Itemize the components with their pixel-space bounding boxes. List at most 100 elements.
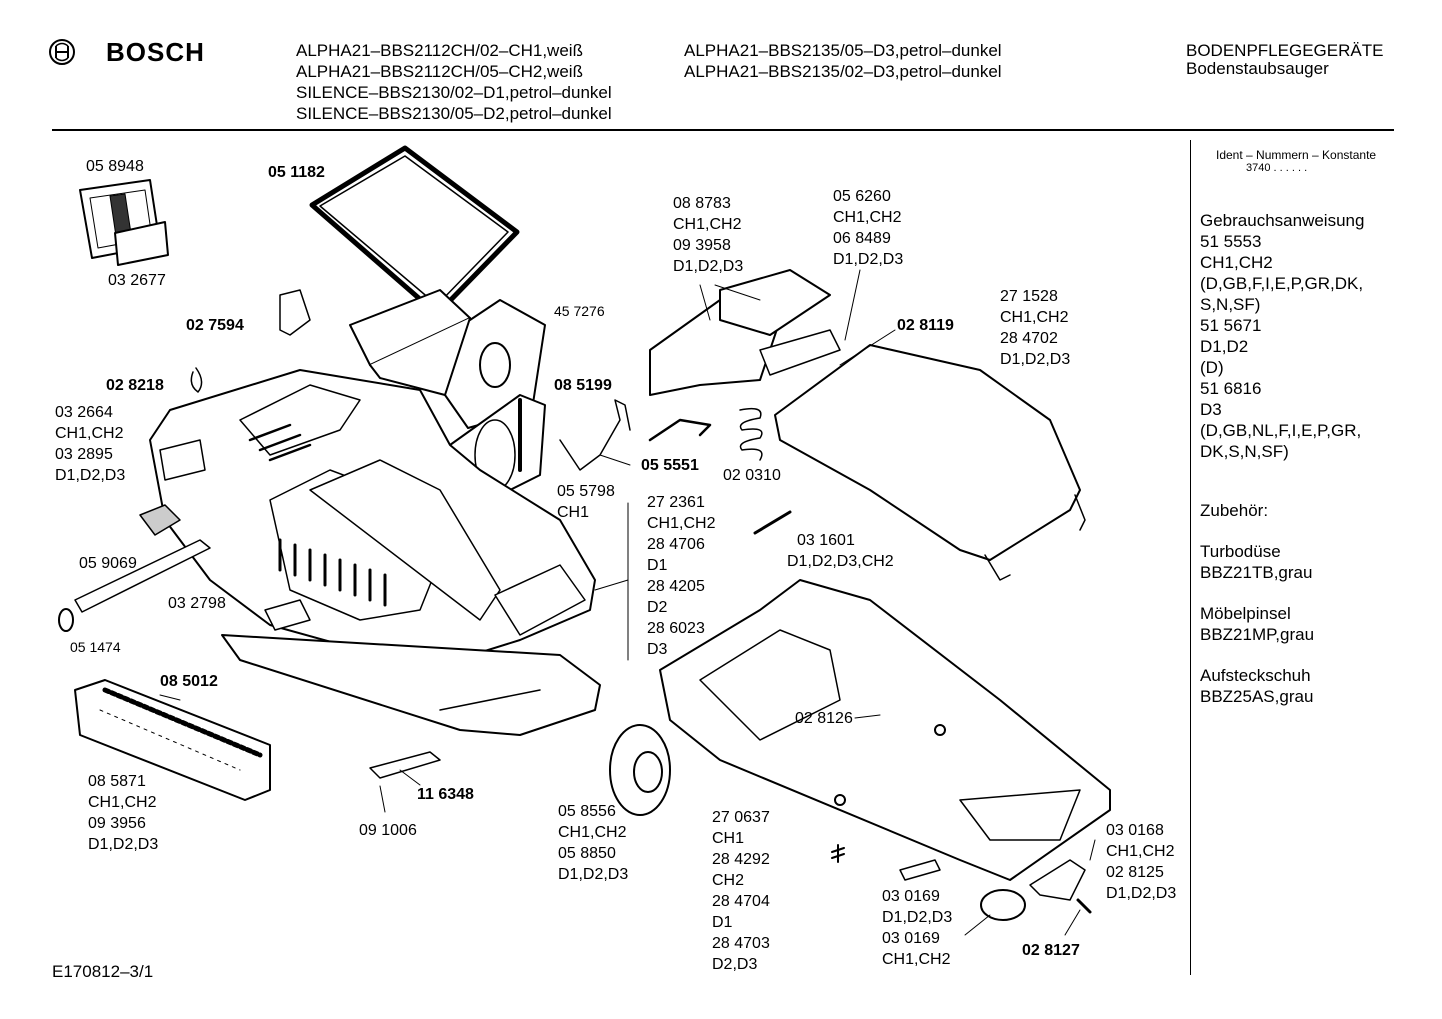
manual-line: (D,GB,NL,F,I,E,P,GR, (1200, 421, 1362, 440)
part-label-020310: 02 0310 (723, 465, 781, 486)
part-number: 27 0637 (712, 809, 770, 826)
part-variant: CH1,CH2 (88, 794, 157, 811)
wheel (609, 724, 671, 816)
model-line: ALPHA21–BBS2112CH/05–CH2,weiß (296, 62, 583, 81)
part-number: 05 5798 (557, 483, 615, 500)
category-block: BODENPFLEGEGERÄTE Bodenstaubsauger (1186, 40, 1383, 79)
part-number: 05 5551 (641, 457, 699, 474)
part-variant: CH1,CH2 (647, 515, 716, 532)
part-number: 03 0169 (882, 888, 940, 905)
part-number: 08 8783 (673, 195, 731, 212)
part-number: 27 1528 (1000, 288, 1058, 305)
part-number: 28 4292 (712, 851, 770, 868)
part-label-091006: 09 1006 (359, 820, 417, 841)
accessory-shoe: Aufsteckschuh BBZ25AS,grau (1200, 665, 1313, 707)
model-line: ALPHA21–BBS2135/02–D3,petrol–dunkel (684, 62, 1002, 81)
exploded-view-drawing (58, 145, 1111, 936)
part-label-272361: 27 2361 CH1,CH2 28 4706 D1 28 4205 D2 28… (647, 492, 715, 660)
part-label-085199: 08 5199 (554, 375, 612, 396)
part-variant: CH1,CH2 (833, 209, 902, 226)
header-divider (52, 129, 1394, 131)
part-label-116348: 11 6348 (417, 784, 474, 805)
part-variant: CH1,CH2 (558, 824, 627, 841)
part-variant: D1 (647, 557, 668, 574)
cord-rod (58, 539, 211, 632)
part-label-028127: 02 8127 (1022, 940, 1080, 961)
part-variant: CH1,CH2 (882, 951, 951, 968)
clip-part (190, 367, 203, 393)
model-line: ALPHA21–BBS2135/05–D3,petrol–dunkel (684, 41, 1002, 60)
leader-lines (159, 269, 1096, 936)
part-label-058948: 05 8948 (86, 156, 144, 177)
part-label-085012: 08 5012 (160, 671, 218, 692)
part-number: 03 2895 (55, 446, 113, 463)
part-label-030169: 03 0169 D1,D2,D3 03 0169 CH1,CH2 (882, 886, 952, 970)
manual-line: Gebrauchsanweisung (1200, 211, 1365, 230)
part-number: 08 5871 (88, 773, 146, 790)
filter-cassette (79, 179, 169, 266)
accessory-brush: Möbelpinsel BBZ21MP,grau (1200, 603, 1314, 645)
part-variant: CH1,CH2 (1000, 309, 1069, 326)
part-label-032677: 03 2677 (108, 270, 166, 291)
part-number: 03 2677 (108, 272, 166, 289)
manual-line: CH1,CH2 (1200, 253, 1273, 272)
part-number: 03 0168 (1106, 822, 1164, 839)
part-label-030168: 03 0168 CH1,CH2 02 8125 D1,D2,D3 (1106, 820, 1176, 904)
part-label-055798: 05 5798 CH1 (557, 481, 615, 523)
part-label-028218: 02 8218 (106, 375, 164, 396)
part-number: 28 4702 (1000, 330, 1058, 347)
manual-line: DK,S,N,SF) (1200, 442, 1289, 461)
part-number: 03 0169 (882, 930, 940, 947)
part-variant: CH1,CH2 (1106, 843, 1175, 860)
manual-line: (D,GB,F,I,E,P,GR,DK, (1200, 274, 1364, 293)
top-lid (774, 344, 1086, 581)
lever-part (369, 751, 441, 779)
part-variant: D1,D2,D3 (673, 258, 744, 275)
accessory-turbo: Turbodüse BBZ21TB,grau (1200, 541, 1312, 583)
part-label-031601: 03 1601 D1,D2,D3,CH2 (787, 530, 894, 572)
spring-clip (559, 399, 631, 471)
part-variant: D1,D2,D3 (833, 251, 904, 268)
part-variant: D1,D2,D3 (1106, 885, 1177, 902)
part-variant: CH1,CH2 (55, 425, 124, 442)
brand-name: BOSCH (106, 37, 205, 67)
part-number: 27 2361 (647, 494, 705, 511)
part-label-271528: 27 1528 CH1,CH2 28 4702 D1,D2,D3 (1000, 286, 1070, 370)
part-number: 05 8948 (86, 158, 144, 175)
spring-part (739, 407, 763, 461)
category-title: BODENPFLEGEGERÄTE (1186, 41, 1384, 60)
manual-line: 51 5553 (1200, 232, 1262, 251)
part-number: 02 8125 (1106, 864, 1164, 881)
part-number: 28 4703 (712, 935, 770, 952)
part-number: 05 1182 (268, 164, 325, 181)
part-label-032664: 03 2664 CH1,CH2 03 2895 D1,D2,D3 (55, 402, 125, 486)
manual-line: (D) (1200, 358, 1224, 377)
model-line: SILENCE–BBS2130/05–D2,petrol–dunkel (296, 104, 612, 123)
part-label-059069: 05 9069 (79, 553, 137, 574)
part-variant: D2,D3 (712, 956, 758, 973)
part-number: 05 1474 (70, 639, 121, 655)
part-number: 02 8126 (795, 710, 853, 727)
manual-line: 51 6816 (1200, 379, 1262, 398)
part-variant: CH1 (557, 504, 590, 521)
plate-part (899, 859, 941, 881)
manual-line: D3 (1200, 400, 1222, 419)
category-subtitle: Bodenstaubsauger (1186, 59, 1329, 78)
part-variant: D1,D2,D3,CH2 (787, 553, 894, 570)
drawing-id: E170812–3/1 (52, 962, 154, 981)
accessories-title: Zubehör: (1200, 501, 1269, 520)
part-number: 28 6023 (647, 620, 705, 637)
part-label-088783: 08 8783 CH1,CH2 09 3958 D1,D2,D3 (673, 193, 743, 277)
part-variant: D2 (647, 599, 668, 616)
part-label-028119: 02 8119 (897, 315, 954, 336)
part-variant: D1,D2,D3 (1000, 351, 1071, 368)
part-label-028126: 02 8126 (795, 708, 853, 729)
pin-part (753, 510, 792, 535)
part-number: 06 8489 (833, 230, 891, 247)
part-label-270637: 27 0637 CH1 28 4292 CH2 28 4704 D1 28 47… (712, 807, 770, 975)
manual-line: 51 5671 (1200, 316, 1262, 335)
part-number: 02 8119 (897, 317, 954, 334)
part-number: 02 0310 (723, 467, 781, 484)
part-variant: CH1 (712, 830, 745, 847)
part-variant: D1,D2,D3 (882, 909, 953, 926)
